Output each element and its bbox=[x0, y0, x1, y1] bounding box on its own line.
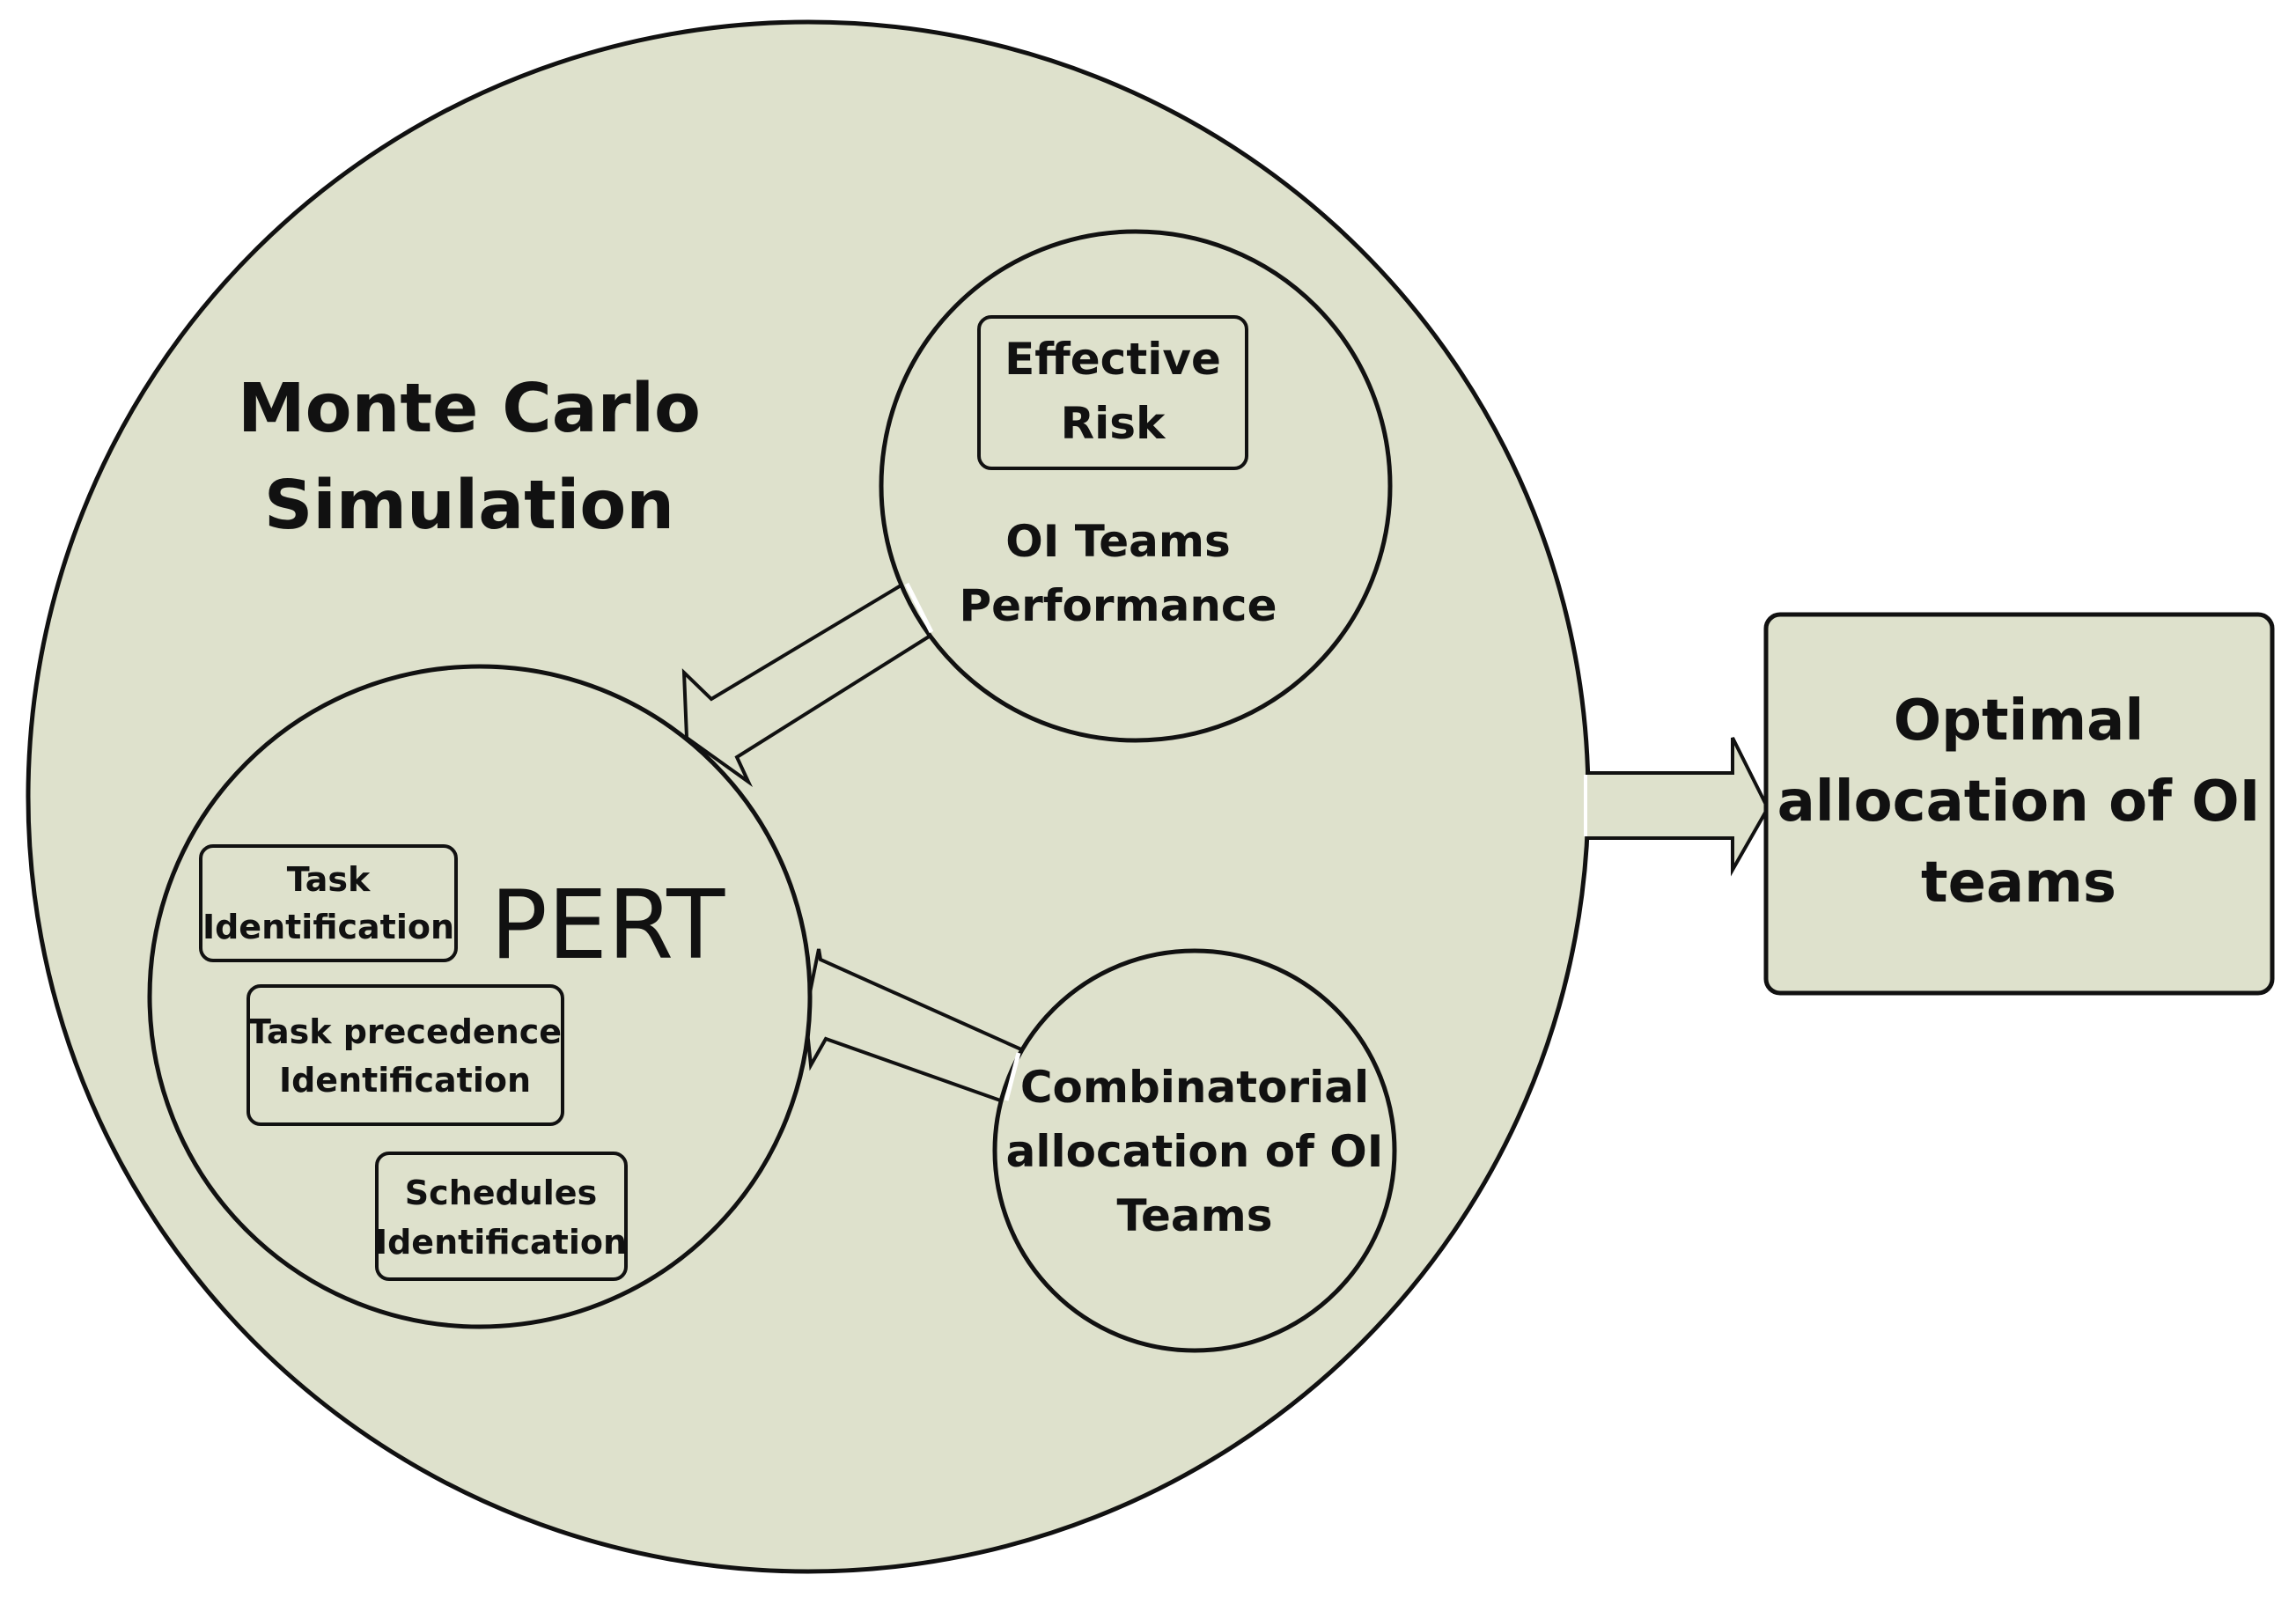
schedules-line1: Schedules bbox=[405, 1174, 597, 1212]
monte-carlo-title-line2: Simulation bbox=[264, 467, 674, 545]
effective-risk-line1: Effective bbox=[1004, 334, 1221, 385]
output-line3: teams bbox=[1921, 850, 2116, 916]
output-arrow bbox=[1586, 737, 1770, 877]
task-precedence-line1: Task precedence bbox=[248, 1012, 562, 1051]
monte-carlo-title-line1: Monte Carlo bbox=[238, 370, 701, 448]
output-box bbox=[1763, 612, 2275, 996]
task-precedence-line2: Identification bbox=[279, 1061, 531, 1100]
combinatorial-line2: allocation of OI bbox=[1006, 1126, 1384, 1177]
task-identification-box bbox=[199, 844, 458, 962]
task-precedence-box bbox=[247, 984, 564, 1126]
performance-label-line1: OI Teams bbox=[1005, 516, 1231, 567]
combinatorial-line3: Teams bbox=[1117, 1190, 1273, 1241]
output-line2: allocation of OI bbox=[1777, 769, 2261, 835]
combinatorial-circle bbox=[992, 948, 1397, 1353]
performance-arrow-gap bbox=[904, 582, 934, 634]
combinatorial-line1: Combinatorial bbox=[1020, 1062, 1369, 1113]
schedules-box bbox=[375, 1152, 628, 1281]
pert-title: PERT bbox=[490, 871, 726, 981]
performance-circle bbox=[879, 229, 1393, 743]
performance-label-line2: Performance bbox=[960, 580, 1277, 631]
output-line1: Optimal bbox=[1894, 688, 2145, 754]
effective-risk-line2: Risk bbox=[1061, 398, 1166, 449]
task-identification-line1: Task bbox=[287, 860, 371, 899]
task-identification-line2: Identification bbox=[202, 908, 454, 946]
schedules-line2: Identification bbox=[375, 1223, 627, 1262]
combinatorial-arrow-gap bbox=[1004, 1052, 1021, 1101]
effective-risk-box bbox=[977, 315, 1248, 470]
